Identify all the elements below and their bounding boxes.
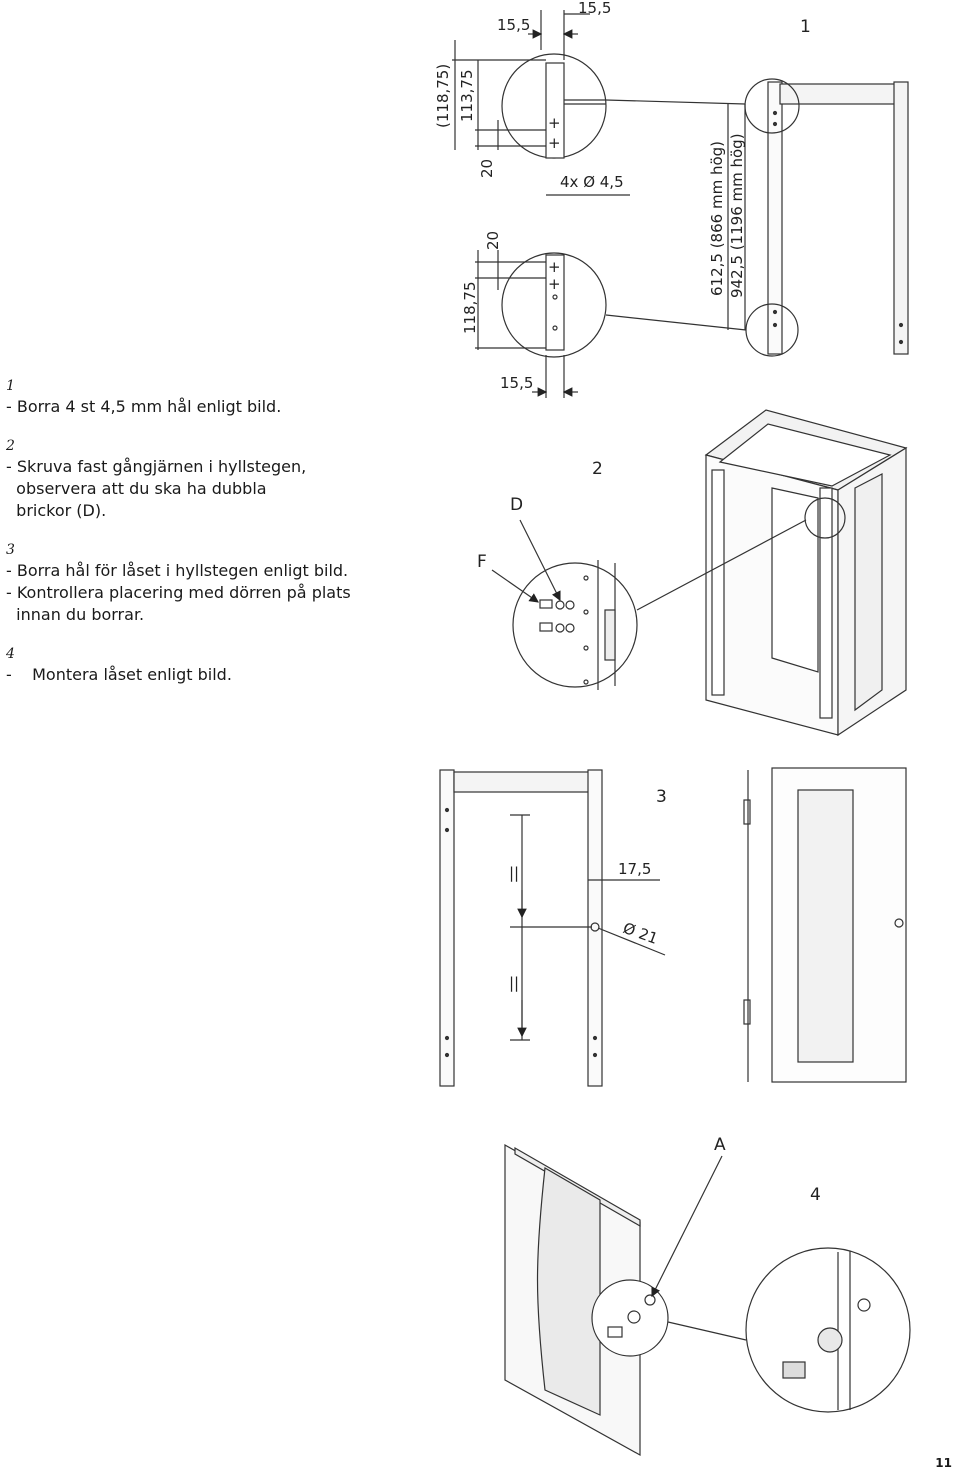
dim-118-75-total: (118,75) <box>434 64 452 128</box>
step-text: - Kontrollera placering med dörren på pl… <box>6 583 351 602</box>
step-number: 4 <box>6 646 15 662</box>
dim-diameter-21: Ø 21 <box>621 919 661 948</box>
step-text: - Montera låset enligt bild. <box>6 665 232 684</box>
step-text: brickor (D). <box>6 501 107 520</box>
step-text: - Borra 4 st 4,5 mm hål enligt bild. <box>6 397 282 416</box>
step-number: 3 <box>6 542 15 558</box>
equal-mark-top: || <box>509 864 519 882</box>
figure-1-number: 1 <box>800 17 811 37</box>
svg-text:+: + <box>548 275 561 293</box>
step-text: - Skruva fast gångjärnen i hyllstegen, <box>6 457 307 476</box>
figure-3-number: 3 <box>656 787 667 807</box>
figure-3-lock-hole <box>439 767 907 1087</box>
step-4: 4 - Montera låset enligt bild. <box>6 646 406 686</box>
step-number: 1 <box>6 378 15 394</box>
figure-2-number: 2 <box>592 459 603 479</box>
svg-text:+: + <box>548 258 561 276</box>
figure-2-hinge-mounting <box>491 409 908 737</box>
figure-4-lock-install <box>504 1143 911 1457</box>
page-number: 11 <box>935 1456 952 1470</box>
step-3: 3 - Borra hål för låset i hyllstegen enl… <box>6 542 406 626</box>
svg-text:+: + <box>548 114 561 132</box>
dim-20-bottom: 20 <box>484 231 502 250</box>
height-1196: 942,5 (1196 mm hög) <box>728 133 746 298</box>
dim-113-75: 113,75 <box>458 70 476 123</box>
callout-d: D <box>510 495 523 515</box>
dim-17-5: 17,5 <box>618 860 651 878</box>
callout-a: A <box>714 1135 726 1155</box>
step-text: innan du borrar. <box>6 605 145 624</box>
dim-20-top: 20 <box>478 159 496 178</box>
height-866: 612,5 (866 mm hög) <box>708 141 726 296</box>
step-text: - Borra hål för låset i hyllstegen enlig… <box>6 561 349 580</box>
step-number: 2 <box>6 438 15 454</box>
figure-2-labels: 2 D F <box>477 459 603 572</box>
figure-1-labels: 1 15,5 15,5 (118,75) 113,75 20 4x Ø 4,5 … <box>434 0 811 392</box>
figure-4-labels: A 4 <box>714 1135 821 1205</box>
dim-15-5-top-a: 15,5 <box>497 16 530 34</box>
equal-mark-bottom: || <box>509 974 519 992</box>
dim-118-75: 118,75 <box>461 282 479 335</box>
callout-f: F <box>477 552 487 572</box>
figure-1-hole-drilling: + + + + <box>452 10 909 398</box>
step-2: 2 - Skruva fast gångjärnen i hyllstegen,… <box>6 438 406 522</box>
step-text: observera att du ska ha dubbla <box>6 479 267 498</box>
dim-15-5-bottom: 15,5 <box>500 374 533 392</box>
svg-text:+: + <box>548 134 561 152</box>
holes-note: 4x Ø 4,5 <box>560 173 624 191</box>
instruction-steps: 1 - Borra 4 st 4,5 mm hål enligt bild. 2… <box>6 378 406 706</box>
figure-4-number: 4 <box>810 1185 821 1205</box>
dim-15-5-top-b: 15,5 <box>578 0 611 17</box>
step-1: 1 - Borra 4 st 4,5 mm hål enligt bild. <box>6 378 406 418</box>
